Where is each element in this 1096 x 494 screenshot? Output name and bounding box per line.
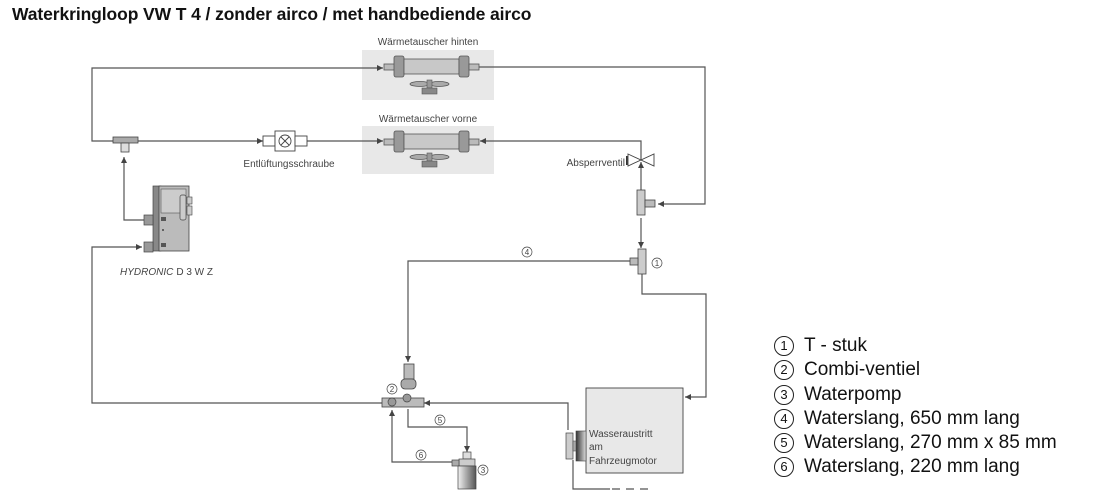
bleed-screw-label: Entlüftungsschraube — [243, 159, 335, 170]
legend-item: 4 Waterslang, 650 mm lang — [774, 407, 1057, 431]
heat-exchanger-front-label: Wärmetauscher vorne — [379, 114, 478, 125]
pipe-to-rear-exchanger — [91, 65, 383, 142]
legend-label: Waterslang, 270 mm x 85 mm — [804, 432, 1057, 454]
legend-item: 2 Combi-ventiel — [774, 358, 1057, 382]
pipe-engine-to-combi — [424, 400, 569, 430]
legend-number: 1 — [774, 336, 794, 356]
pipe-front-return — [480, 138, 642, 160]
engine-outlet-line-2: am — [589, 442, 603, 453]
legend-number: 5 — [774, 433, 794, 454]
heat-exchanger-front: Wärmetauscher vorne — [362, 114, 494, 174]
marker-5: 5 — [438, 416, 443, 425]
marker-3: 3 — [481, 466, 486, 475]
hose-5 — [407, 409, 470, 452]
marker-6: 6 — [419, 451, 424, 460]
legend-label: T - stuk — [804, 335, 867, 356]
tee-top — [112, 136, 139, 153]
water-pump-3: 3 — [451, 451, 489, 490]
fan-icon — [409, 79, 450, 95]
marker-4: 4 — [525, 248, 530, 257]
legend-number: 3 — [774, 384, 794, 405]
marker-2: 2 — [390, 385, 395, 394]
shutoff-valve-label: Absperrventil — [567, 158, 625, 169]
combi-valve-2: 2 — [381, 363, 425, 408]
tee-right — [636, 189, 656, 216]
engine-water-outlet: Wasseraustritt am Fahrzeugmotor — [565, 387, 684, 474]
heater-label: HYDRONIC — [120, 267, 174, 278]
legend-item: 3 Waterpomp — [774, 383, 1057, 407]
pipe-heater-in — [91, 244, 383, 404]
pipe-heater-out — [121, 157, 146, 221]
hose-5-marker: 5 — [434, 414, 446, 426]
pipe-to-engine — [641, 274, 707, 400]
legend-label: Waterslang, 650 mm lang — [804, 407, 1020, 429]
heater-model: D 3 W Z — [176, 267, 213, 278]
marker-1: 1 — [655, 259, 660, 268]
legend-label: Waterpomp — [804, 383, 902, 405]
shutoff-valve: Absperrventil — [567, 153, 655, 169]
heat-exchanger-rear: Wärmetauscher hinten — [362, 37, 494, 100]
legend-number: 2 — [774, 360, 794, 381]
bleed-screw: Entlüftungsschraube — [243, 130, 335, 170]
pipe-rear-return — [479, 66, 706, 207]
legend-number: 6 — [774, 457, 794, 478]
pipes — [91, 65, 707, 490]
legend-item: 1 T - stuk — [774, 334, 1057, 358]
hose-4-marker: 4 — [521, 246, 533, 258]
legend-label: Combi-ventiel — [804, 359, 921, 381]
diagram-title: Waterkringloop VW T 4 / zonder airco / m… — [12, 4, 532, 24]
legend-label: Waterslang, 220 mm lang — [804, 456, 1020, 478]
legend-item: 6 Waterslang, 220 mm lang — [774, 455, 1057, 479]
engine-outlet-line-3: Fahrzeugmotor — [589, 456, 657, 467]
hose-6-marker: 6 — [415, 449, 427, 461]
engine-outlet-line-1: Wasseraustritt — [589, 429, 653, 440]
hose-6 — [389, 410, 455, 463]
hose-4 — [405, 260, 631, 362]
heat-exchanger-rear-label: Wärmetauscher hinten — [378, 37, 479, 48]
fan-icon — [409, 152, 450, 168]
legend-number: 4 — [774, 408, 794, 429]
t-piece-1: 1 — [629, 248, 663, 275]
legend-item: 5 Waterslang, 270 mm x 85 mm — [774, 431, 1057, 455]
